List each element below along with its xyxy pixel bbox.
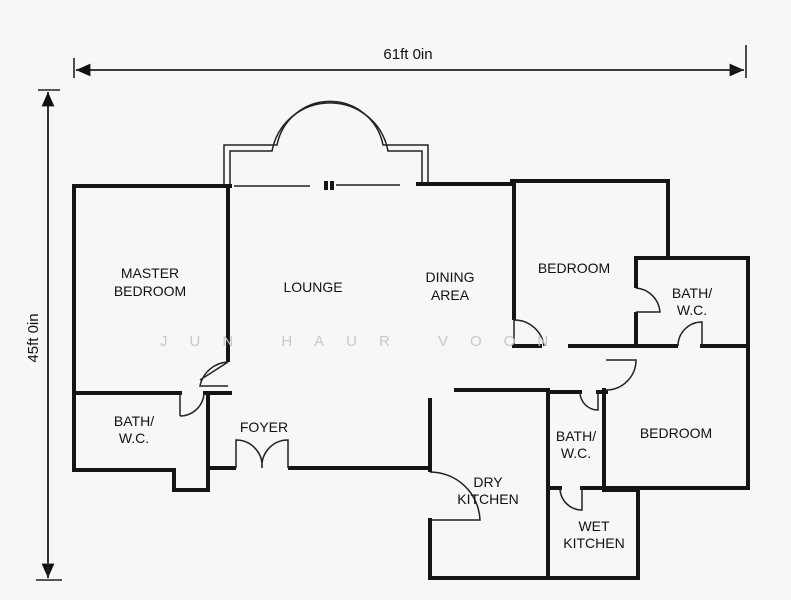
dry-kitchen-label-line2: KITCHEN xyxy=(457,491,518,507)
walls xyxy=(72,179,750,580)
width-label: 61ft 0in xyxy=(383,46,432,63)
wet-kitchen-label-line2: KITCHEN xyxy=(563,535,624,551)
height-label: 45ft 0in xyxy=(25,313,42,362)
dining-area-label-line1: DINING xyxy=(426,269,475,285)
master-bedroom-label-line1: MASTER xyxy=(121,265,179,281)
lounge-label: LOUNGE xyxy=(283,279,342,295)
wet-kitchen-label-line1: WET xyxy=(578,518,610,534)
width-dimension-line xyxy=(73,45,747,78)
bedroom-2-label: BEDROOM xyxy=(640,425,712,441)
watermark: JUN HAUR VOON xyxy=(160,333,570,350)
bath-3-label-line2: W.C. xyxy=(119,430,149,446)
bath-3-label-line1: BATH/ xyxy=(114,413,154,429)
balcony-bay xyxy=(223,100,429,185)
doors xyxy=(179,287,703,521)
bath-2-label-line1: BATH/ xyxy=(556,428,596,444)
bath-2-label-line2: W.C. xyxy=(561,445,591,461)
bedroom-1-label: BEDROOM xyxy=(538,260,610,276)
bath-1-label-line1: BATH/ xyxy=(672,285,712,301)
dining-area-label-line2: AREA xyxy=(431,287,470,303)
dry-kitchen-label-line1: DRY xyxy=(473,474,503,490)
height-dimension-line xyxy=(36,89,62,581)
foyer-label: FOYER xyxy=(240,419,288,435)
bath-1-label-line2: W.C. xyxy=(677,302,707,318)
master-bedroom-label-line2: BEDROOM xyxy=(114,283,186,299)
